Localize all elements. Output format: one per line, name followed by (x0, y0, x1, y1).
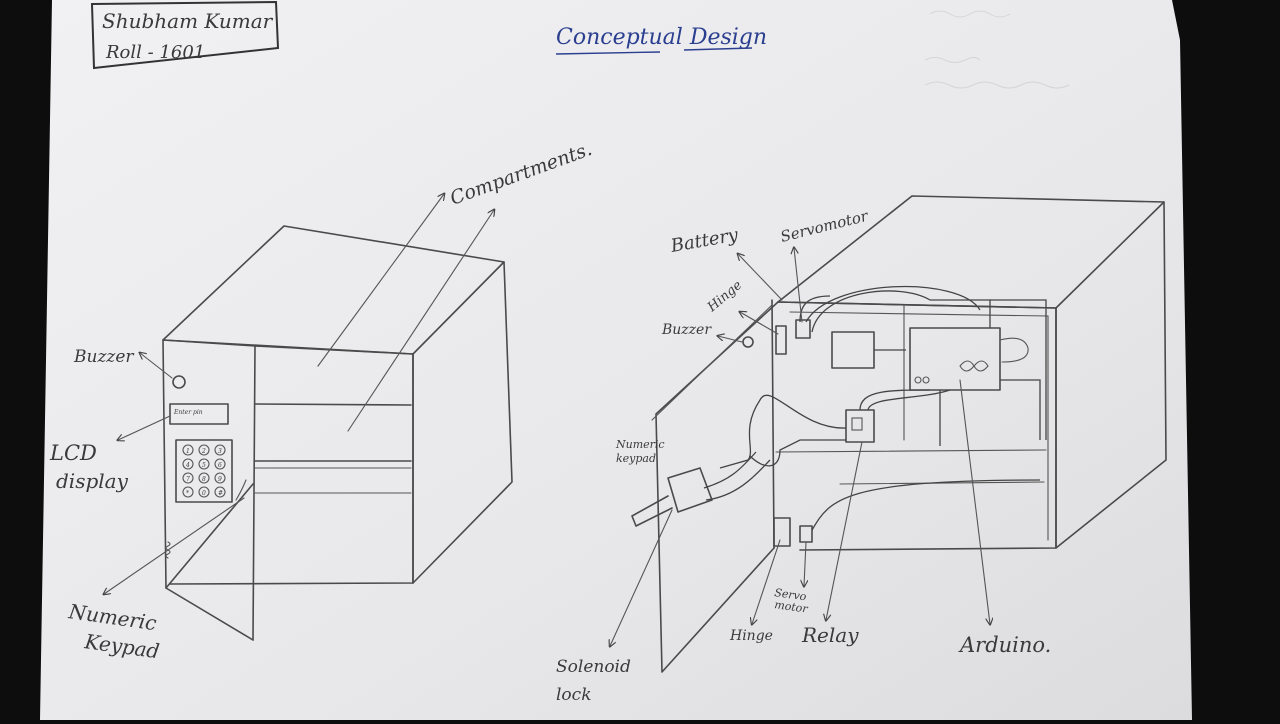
page-title: Conceptual Design (556, 25, 767, 50)
battery-arrow (738, 254, 783, 301)
keypad-key-label: 0 (202, 490, 206, 497)
keypad-key-label: 4 (185, 462, 190, 469)
keypad-key (182, 472, 194, 484)
keypad-key (214, 458, 226, 470)
roll-number: Roll - 1601 (105, 42, 205, 63)
keypad-key-label: 3 (218, 448, 222, 455)
compartments-arrow-2 (347, 210, 494, 432)
left-cavity (169, 345, 414, 585)
keypad-key (214, 444, 226, 456)
left-keypad (175, 439, 233, 503)
keypad-key-label: 6 (218, 462, 222, 469)
arduino-arrow (959, 379, 990, 624)
compartments-arrow-1 (317, 194, 444, 367)
right-servo-top (795, 319, 811, 339)
right-shelf (775, 449, 1047, 453)
right-hinge-bottom (773, 517, 791, 547)
keypad-key (198, 472, 210, 484)
right-keypad-label-1: Numeric (615, 438, 665, 451)
right-relay-label: Relay (801, 623, 859, 647)
hinge-top-arrow (740, 312, 779, 335)
keypad-key (198, 486, 210, 498)
hinge-bottom-arrow (752, 539, 781, 624)
keypad-key (214, 486, 226, 498)
author-box: Shubham Kumar Roll - 1601 (90, 0, 280, 70)
left-buzzer-label: Buzzer (73, 347, 134, 367)
right-solenoid-lock (667, 467, 713, 513)
bleed-through-text (924, 10, 1070, 89)
right-hinge-bottom-label: Hinge (729, 628, 773, 644)
right-solenoid-label-1: Solenoid (556, 657, 631, 677)
left-lcd-label-2: display (56, 469, 129, 493)
right-solenoid-label-2: lock (556, 685, 592, 705)
keypad-key (182, 486, 194, 498)
title-group: Conceptual Design (555, 25, 767, 55)
keypad-key-label: 1 (186, 448, 190, 455)
left-lcd-screen (169, 403, 229, 425)
right-arduino (909, 327, 1001, 391)
right-cavity (777, 301, 1057, 551)
left-lcd-arrow (118, 415, 171, 440)
keypad-key (214, 472, 226, 484)
keypad-key (198, 458, 210, 470)
keypad-key (182, 458, 194, 470)
servo-bottom-arrow (804, 541, 806, 586)
keypad-key-label: 5 (202, 462, 206, 469)
left-buzzer (172, 375, 186, 389)
right-buzzer-arrow (718, 336, 743, 343)
keypad-key-label: 2 (201, 448, 206, 455)
servomotor-arrow (794, 248, 803, 323)
left-lcd-text: Enter pin (173, 409, 203, 416)
right-servo-bottom-label-1: Servo (774, 586, 808, 603)
keypad-key-label: 8 (202, 476, 206, 483)
left-lcd-label-1: LCD (49, 441, 97, 465)
left-buzzer-arrow (140, 353, 173, 379)
author-name: Shubham Kumar (102, 9, 274, 33)
keypad-key (198, 444, 210, 456)
left-keypad-keys: 1 2 3 4 5 6 7 8 9 * 0 # (182, 444, 226, 498)
right-arduino-label: Arduino. (958, 633, 1051, 657)
right-buzzer (742, 336, 754, 348)
arduino-usb (999, 337, 1029, 363)
keypad-key-label: # (218, 490, 223, 497)
right-buzzer-label: Buzzer (661, 322, 712, 338)
right-keypad-label-2: keypad (616, 452, 656, 465)
right-servo-bottom-label-2: motor (774, 598, 810, 616)
relay-arrow (826, 441, 863, 620)
keypad-key (182, 444, 194, 456)
paper-sheet (40, 0, 1192, 720)
keypad-key-label: * (186, 490, 189, 497)
right-safe-sketch: Battery Servomotor Hinge Buzzer Numeric … (556, 195, 1167, 705)
arduino-logo-icon (959, 360, 989, 372)
keypad-key-label: 9 (218, 476, 222, 483)
solenoid-arrow (610, 509, 673, 646)
right-hinge-top (775, 325, 787, 355)
left-keypad-arrow (104, 497, 245, 594)
keypad-key-label: 7 (186, 476, 190, 483)
left-shelf-1 (254, 403, 412, 406)
